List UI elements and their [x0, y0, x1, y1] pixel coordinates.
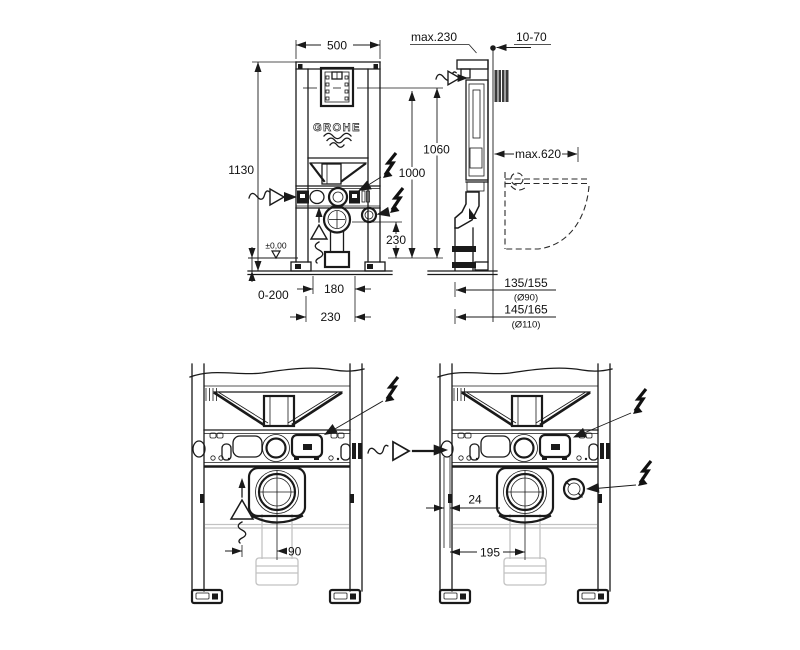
power-icon — [585, 459, 653, 494]
dim-outlet-offset: 180 — [324, 282, 344, 296]
water-supply-icon — [247, 188, 297, 206]
plan-frame-left — [190, 364, 364, 603]
dim-floor-level: ±0,00 — [265, 241, 286, 251]
frame-foot — [474, 261, 489, 271]
dim-outlet-height: 230 — [386, 233, 406, 247]
dim-flush-height: 1060 — [423, 143, 450, 157]
dim-height: 1130 — [228, 163, 254, 177]
front-dimensions: 500 1130 1060 1000 230 0-200 — [228, 38, 452, 324]
dim-drain90-dia: (Ø90) — [514, 293, 538, 304]
plan-view-left: 90 — [190, 364, 400, 603]
dim-power-height: 1000 — [399, 166, 426, 180]
dim-install-depth: max.620 — [515, 147, 561, 161]
water-supply-icon — [434, 70, 468, 86]
dim-drain90: 135/155 — [504, 276, 548, 290]
brand-text: GROHE — [313, 122, 361, 134]
water-supply-icon — [366, 440, 448, 462]
dim-drain-offset-90: 90 — [288, 545, 302, 559]
side-view: max.230 10-70 max.620 135/155 (Ø90) 145/… — [410, 30, 590, 331]
grohe-logo: GROHE — [313, 122, 361, 148]
flush-plate-opening — [303, 66, 355, 108]
dim-width: 500 — [327, 39, 347, 53]
round-connector — [562, 477, 586, 501]
dim-drain110-dia: (Ø110) — [512, 320, 541, 331]
drain-outlet-icon — [309, 207, 329, 264]
dim-drain-offset-195: 195 — [480, 546, 500, 560]
power-icon — [321, 375, 400, 440]
dim-wall-finish: 10-70 — [516, 30, 547, 44]
power-icon — [375, 186, 405, 220]
dim-bracket-depth: max.230 — [411, 30, 457, 44]
drain-outlet-icon — [229, 478, 255, 544]
plan-right-dimensions: 24 195 — [426, 493, 525, 560]
wall-hatch-block — [494, 70, 509, 102]
power-icon — [571, 387, 648, 443]
plan-frame-right — [438, 364, 612, 603]
dim-drain110: 145/165 — [504, 303, 548, 317]
plan-view-right: 24 195 — [426, 364, 653, 603]
power-icon — [355, 151, 398, 196]
front-view: GROHE — [228, 38, 452, 324]
plan-left-dimensions: 90 — [225, 545, 302, 559]
dim-inlet-offset-24: 24 — [468, 493, 482, 507]
level-marker-icon: ±0,00 — [248, 241, 298, 260]
dim-supply-offset: 230 — [320, 310, 340, 324]
side-dimensions: max.230 10-70 max.620 135/155 (Ø90) 145/… — [410, 30, 579, 331]
dim-leg-range: 0-200 — [258, 288, 289, 302]
wc-outline-dashed — [504, 172, 590, 250]
